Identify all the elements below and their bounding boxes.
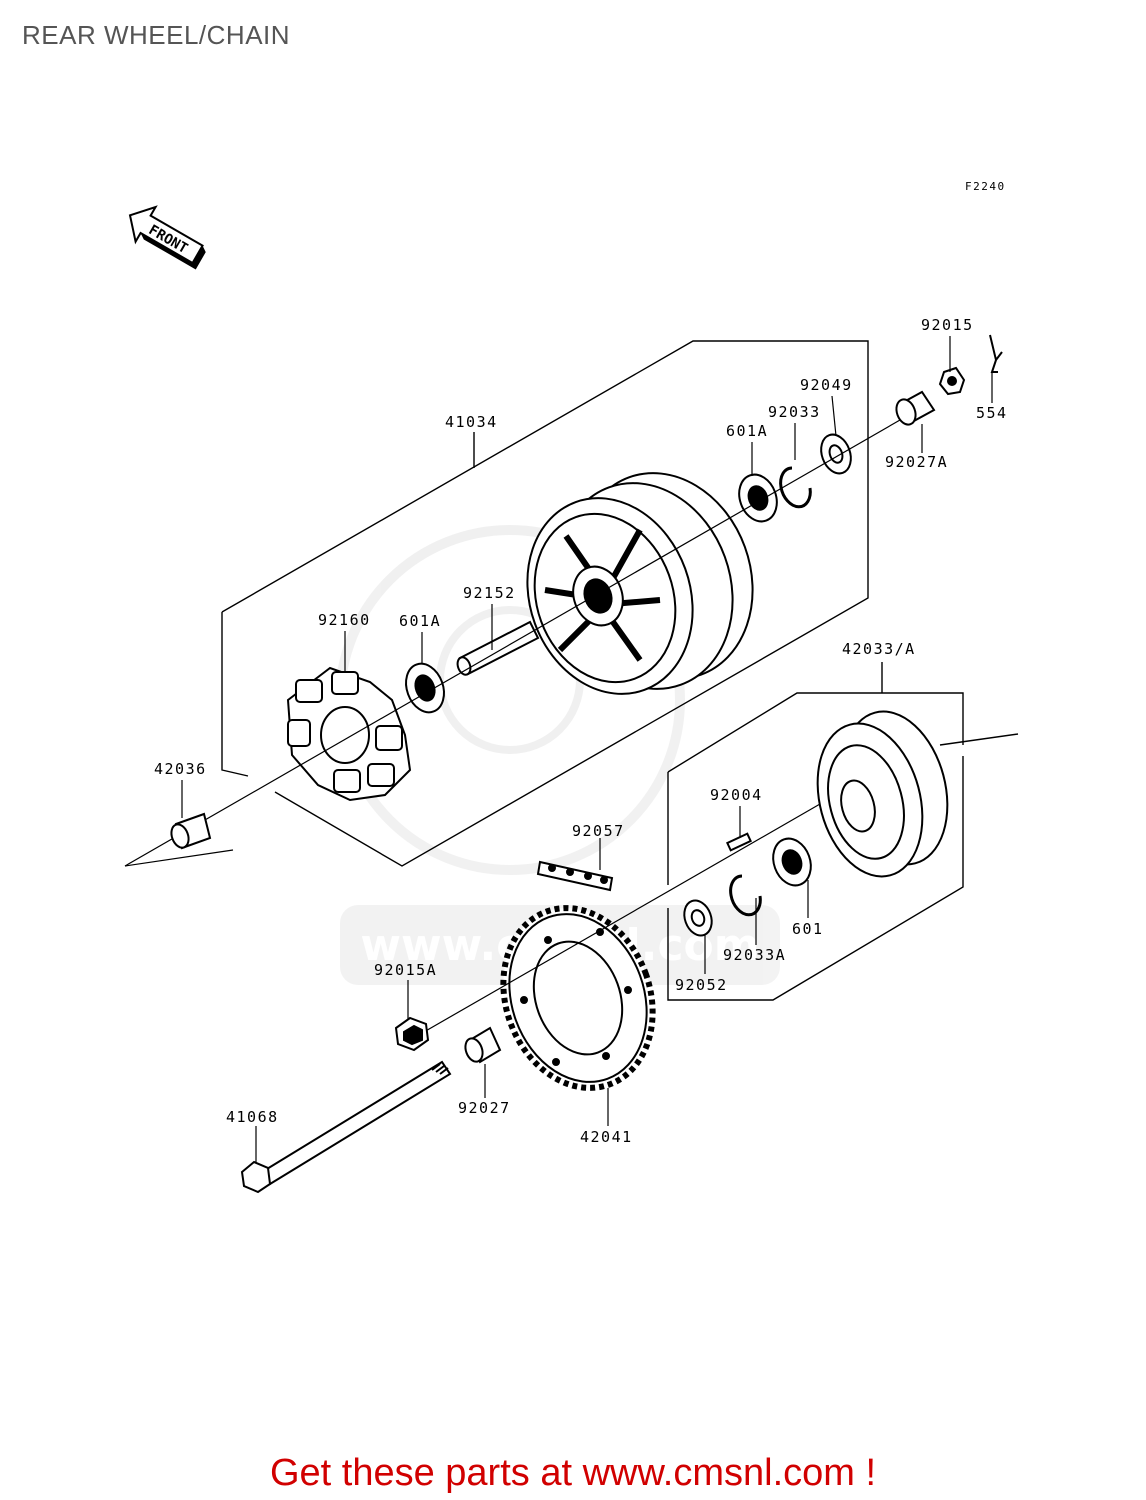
rear-wheel (526, 472, 754, 695)
cta-link[interactable]: Get these parts at www.cmsnl.com ! (269, 1452, 877, 1494)
sprocket-coupling (816, 710, 949, 878)
sprocket-assembly-box (667, 662, 1019, 1001)
bearing-601a-left (405, 662, 445, 714)
part-label-92033a: 92033A (723, 946, 786, 964)
part-label-92004: 92004 (710, 786, 763, 804)
stud-92004 (726, 832, 752, 852)
part-label-92015a: 92015A (374, 961, 437, 979)
collar-92027 (464, 1026, 502, 1064)
bearing-601 (772, 837, 812, 887)
part-label-42041: 42041 (580, 1128, 633, 1146)
collar-42036 (170, 812, 212, 850)
page-title: REAR WHEEL/CHAIN (22, 20, 291, 50)
part-label-42036: 42036 (154, 760, 207, 778)
part-label-92027: 92027 (458, 1099, 511, 1117)
leader-lines (181, 336, 993, 1162)
part-label-92015: 92015 (921, 316, 974, 334)
figure-code: F2240 (965, 180, 1006, 193)
wheel-damper (286, 666, 412, 802)
circlip-92033 (779, 466, 812, 509)
oil-seal-92049 (820, 433, 852, 475)
collar-92027a (895, 390, 936, 426)
wheel-assembly-box (221, 340, 869, 867)
nut-92015 (938, 366, 966, 396)
circlip-92033a (729, 874, 762, 917)
collar-tube (456, 620, 540, 676)
rear-axle (240, 1060, 452, 1194)
part-labels: 41034 92015 554 92049 92033 601A 92027A … (154, 316, 1008, 1146)
front-arrow-icon: FRONT (128, 205, 206, 270)
part-label-601a-top: 601A (726, 422, 768, 440)
rear-sprocket (500, 905, 656, 1091)
bearing-601a-top (738, 473, 778, 523)
part-label-41034: 41034 (445, 413, 498, 431)
axle-centerline-top (124, 419, 901, 867)
cotter-pin-554 (989, 334, 1003, 373)
part-label-554: 554 (976, 404, 1008, 422)
part-label-92057: 92057 (572, 822, 625, 840)
part-label-92033: 92033 (768, 403, 821, 421)
part-label-601: 601 (792, 920, 824, 938)
part-label-92027a: 92027A (885, 453, 948, 471)
seal-92052 (683, 899, 713, 937)
part-label-92160: 92160 (318, 611, 371, 629)
nut-92015a (394, 1016, 430, 1052)
part-label-92052: 92052 (675, 976, 728, 994)
axle-centerline-bottom (409, 803, 821, 1041)
drive-chain (536, 860, 614, 892)
part-label-41068: 41068 (226, 1108, 279, 1126)
part-label-92049: 92049 (800, 376, 853, 394)
part-label-601a-left: 601A (399, 612, 441, 630)
part-label-92152: 92152 (463, 584, 516, 602)
part-label-42033a: 42033/A (842, 640, 916, 658)
